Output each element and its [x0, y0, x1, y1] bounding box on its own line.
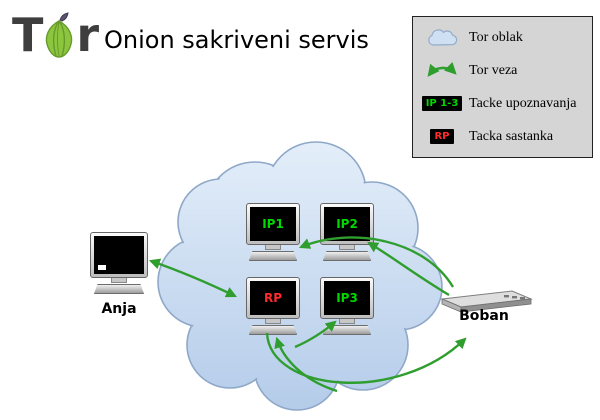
keyboard [249, 325, 297, 335]
legend-label: Tor veza [469, 62, 518, 78]
arrow-rp-service [265, 332, 467, 384]
legend-row-intro-points: IP 1-3 Tacke upoznavanja [415, 89, 590, 119]
tor-cloud-icon [415, 27, 469, 49]
keyboard [323, 251, 371, 261]
node-monitor: IP2 [320, 203, 374, 245]
node-ip2: IP2 [320, 203, 374, 261]
legend-label: Tor oblak [469, 29, 523, 45]
keyboard [249, 251, 297, 261]
node-monitor: RP [246, 277, 300, 319]
arrow-client-cloud [148, 258, 237, 298]
logo-letter-r: r [76, 8, 99, 62]
monitor-stand [265, 245, 281, 250]
service-server [440, 290, 533, 313]
client-computer [90, 232, 148, 294]
client-label: Anja [101, 301, 137, 317]
keyboard [323, 325, 371, 335]
legend-label: Tacka sastanka [469, 128, 554, 144]
node-rp: RP [246, 277, 300, 335]
node-screen: IP1 [250, 207, 296, 241]
keyboard [94, 284, 144, 294]
client-monitor [90, 232, 148, 278]
arrow-service-ip2 [367, 241, 450, 297]
node-monitor: IP1 [246, 203, 300, 245]
onion-icon [46, 12, 73, 58]
node-screen: RP [250, 281, 296, 315]
monitor-stand [339, 245, 355, 250]
legend-row-link: Tor veza [415, 56, 590, 86]
node-monitor: IP3 [320, 277, 374, 319]
page-title: Onion sakriveni servis [104, 26, 369, 54]
tor-link-arrow-icon [415, 61, 469, 80]
monitor-stand [111, 278, 127, 283]
client-screen [94, 236, 144, 274]
logo-letter-t: T [12, 8, 43, 62]
arrow-circuit-rp [274, 336, 338, 393]
rendezvous-badge: RP [430, 129, 454, 144]
monitor-stand [339, 319, 355, 324]
tor-logo: T r [12, 8, 99, 62]
node-screen: IP3 [324, 281, 370, 315]
node-screen: IP2 [324, 207, 370, 241]
monitor-stand [265, 319, 281, 324]
legend-label: Tacke upoznavanja [469, 95, 577, 111]
legend: Tor oblak Tor veza IP 1-3 Tacke upoznava… [412, 16, 593, 158]
intro-points-badge: IP 1-3 [421, 96, 463, 111]
node-ip3: IP3 [320, 277, 374, 335]
service-label: Boban [459, 308, 509, 324]
legend-row-cloud: Tor oblak [415, 23, 590, 53]
legend-row-rendezvous: RP Tacka sastanka [415, 122, 590, 152]
node-ip1: IP1 [246, 203, 300, 261]
